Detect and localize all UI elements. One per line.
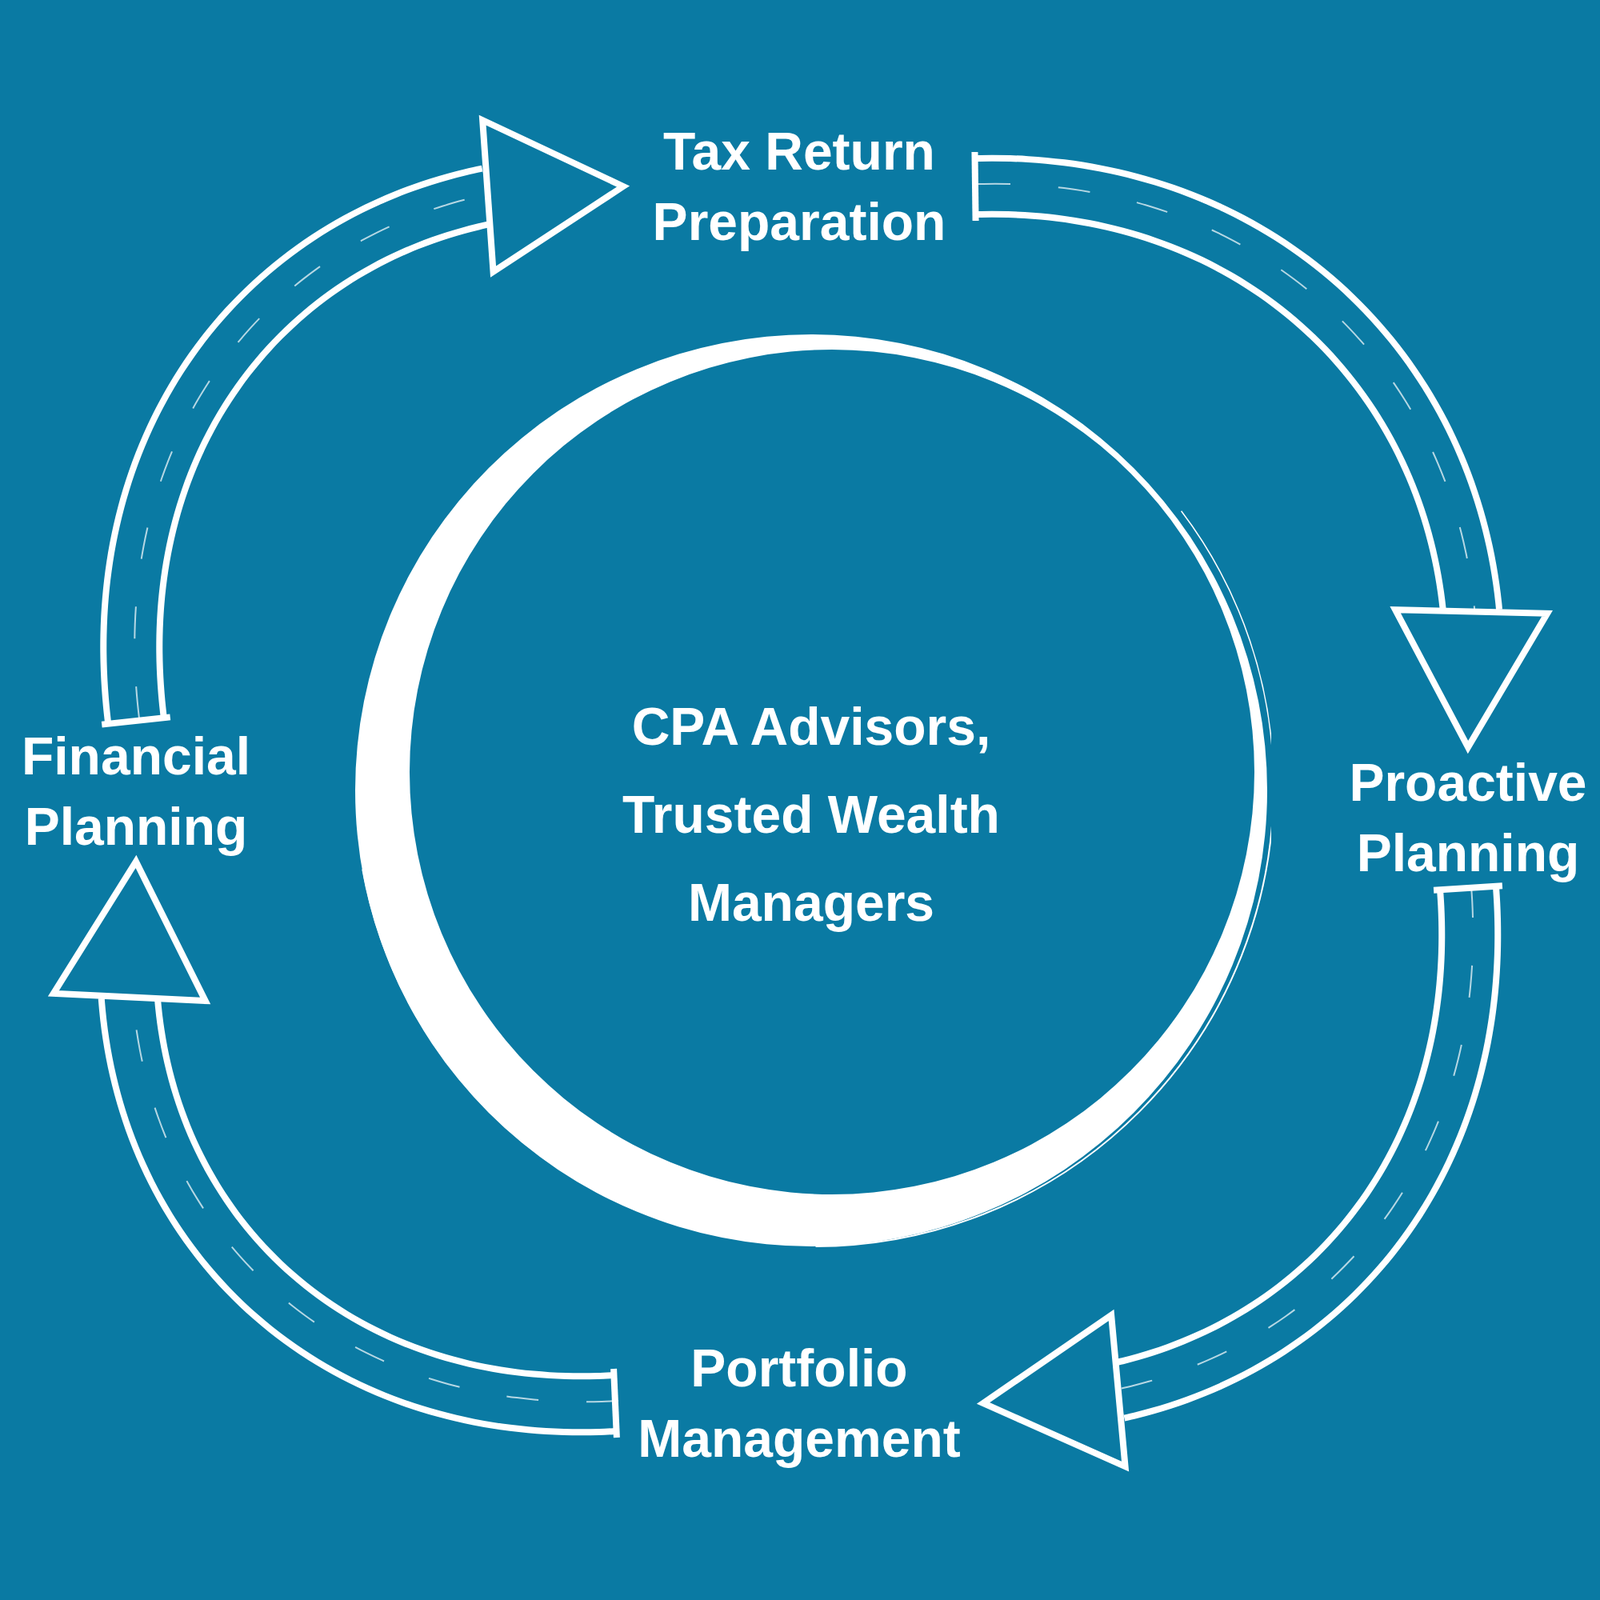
stage-label: Portfolio Management bbox=[615, 1332, 984, 1474]
stage-label-text: Proactive Planning bbox=[1344, 747, 1592, 888]
arrow-tail bbox=[613, 1372, 616, 1435]
arrow-fill bbox=[1118, 888, 1470, 1391]
sketch-line bbox=[132, 994, 619, 1402]
center-circle: CPA Advisors, Trusted Wealth Managers bbox=[351, 330, 1272, 1251]
arrow-outline bbox=[1118, 888, 1470, 1391]
arrow-outline bbox=[129, 996, 616, 1404]
brush-texture bbox=[364, 331, 1272, 1240]
stage-label-text: Financial Planning bbox=[8, 720, 264, 862]
stage-label-text: Tax Return Preparation bbox=[623, 116, 976, 257]
arrow-fill bbox=[129, 996, 616, 1404]
arrow-head bbox=[53, 861, 206, 1001]
arrow-tail bbox=[974, 155, 976, 218]
stage-label: Tax Return Preparation bbox=[623, 116, 976, 257]
sketch-line bbox=[978, 184, 1475, 610]
arrow-fill bbox=[975, 186, 1472, 612]
sketch-line bbox=[1121, 885, 1473, 1388]
brush-stroke bbox=[355, 334, 1268, 1247]
cycle-arrow bbox=[974, 155, 1548, 748]
arrow-tail bbox=[1436, 886, 1500, 891]
arrow-head bbox=[983, 1315, 1126, 1467]
stage-label-text: Portfolio Management bbox=[615, 1332, 984, 1474]
circle-content: CPA Advisors, Trusted Wealth Managers bbox=[351, 330, 1272, 1251]
center-title: CPA Advisors, Trusted Wealth Managers bbox=[563, 682, 1060, 947]
cycle-arrow bbox=[983, 885, 1500, 1467]
stage-label: Proactive Planning bbox=[1344, 747, 1592, 888]
arrow-head bbox=[1395, 609, 1548, 748]
stage-label: Financial Planning bbox=[8, 720, 264, 862]
sketch-line bbox=[134, 193, 492, 719]
arrow-outline bbox=[975, 186, 1472, 612]
brush-texture bbox=[355, 330, 1272, 1247]
arrow-tail bbox=[104, 717, 168, 724]
arrow-head bbox=[482, 120, 624, 272]
